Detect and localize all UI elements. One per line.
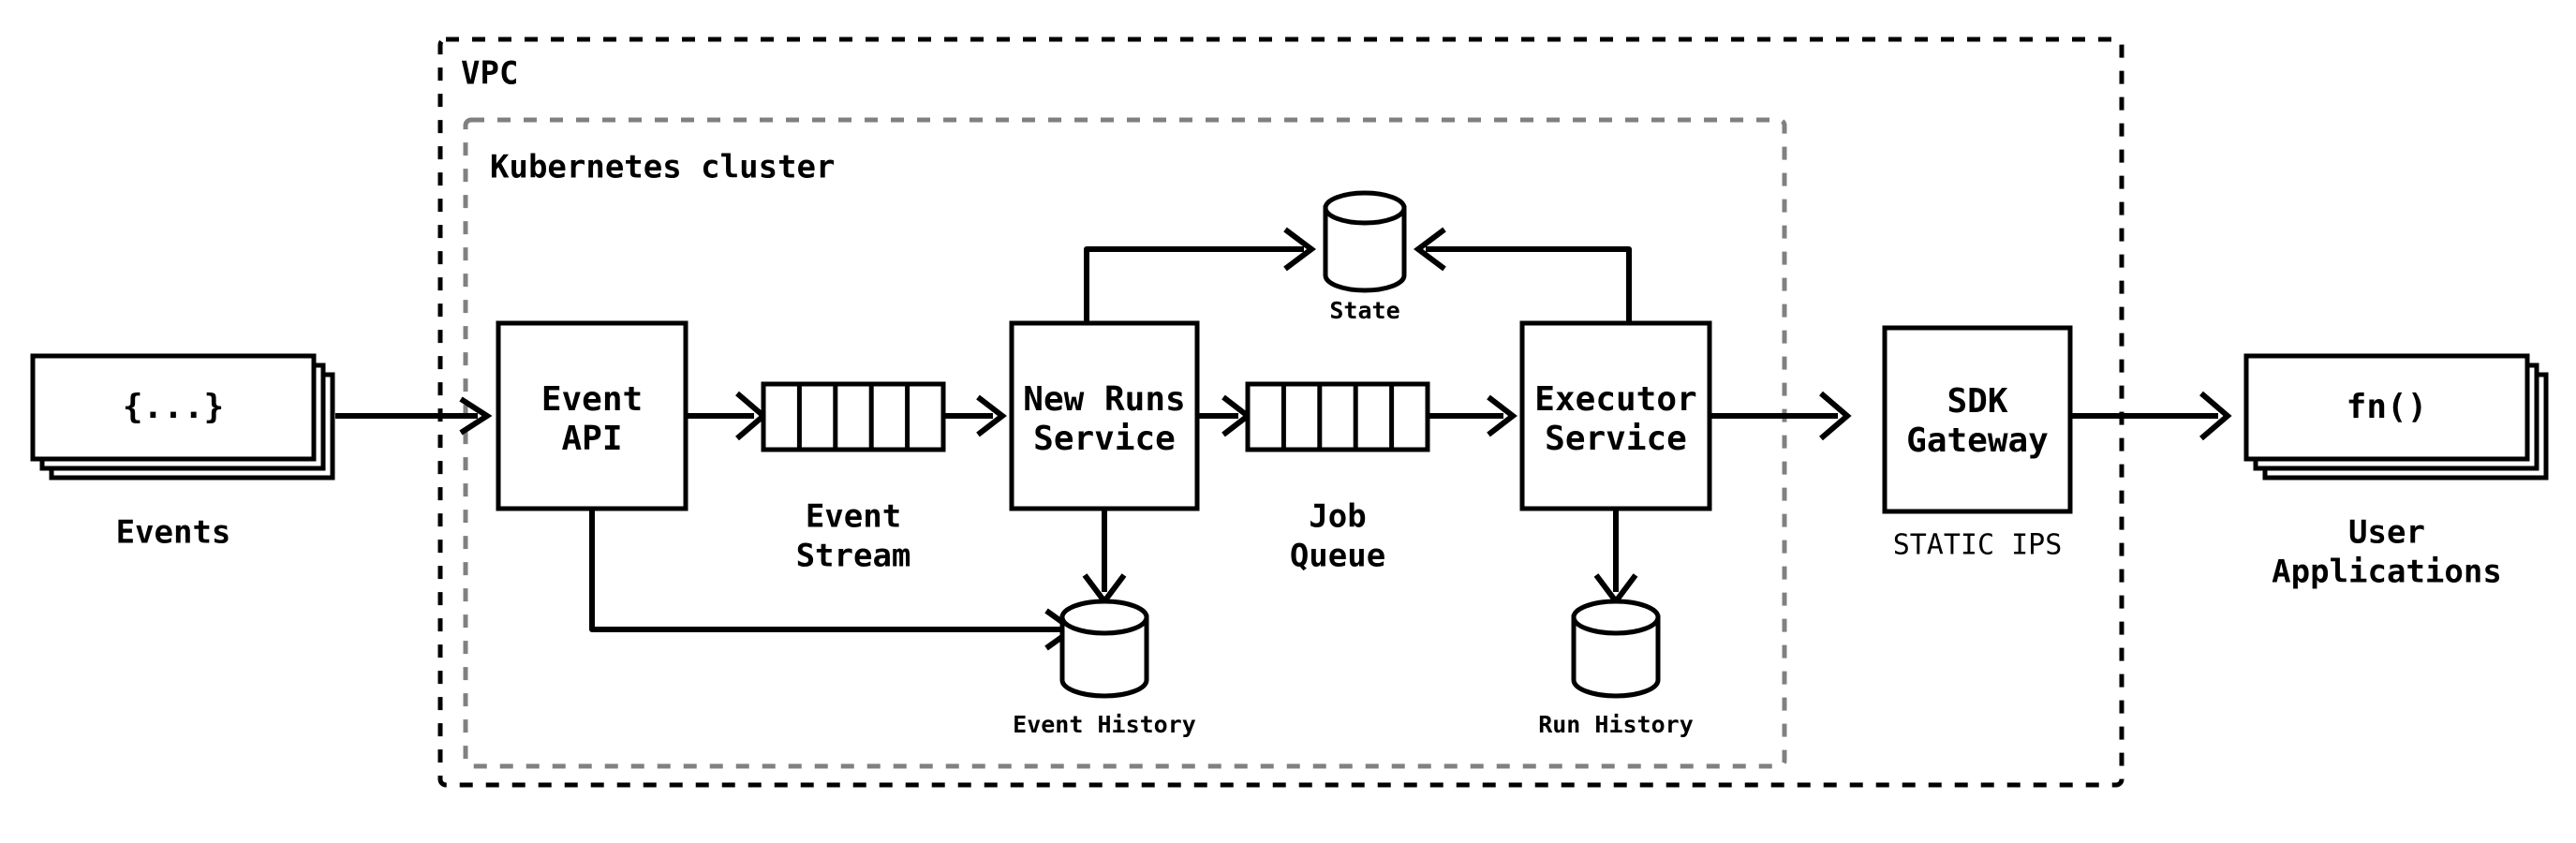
edge-sdk-gateway-to-user-applications <box>2070 391 2232 441</box>
sdk-gateway-label-line2: Gateway <box>1906 422 2049 460</box>
node-state <box>1323 190 1407 293</box>
executor-service-box <box>1519 320 1712 511</box>
event-api-label-line2: API <box>561 420 622 458</box>
sdk-gateway-caption: STATIC IPS <box>1893 529 2063 562</box>
events-caption: Events <box>116 514 231 552</box>
node-event-history <box>1059 599 1149 699</box>
node-sdk-gateway: SDK Gateway <box>1882 325 2073 514</box>
node-job-queue <box>1245 381 1430 452</box>
run-history-cylinder-top <box>1571 599 1661 636</box>
group-label-vpc: VPC <box>461 55 518 93</box>
edge-events-to-event-api <box>335 396 493 436</box>
node-event-api: Event API <box>496 320 688 511</box>
executor-service-label-line1: Executor <box>1534 380 1696 419</box>
run-history-cylinder-body <box>1571 614 1661 699</box>
edge-new-runs-service-to-state <box>1084 227 1316 323</box>
event-history-caption: Event History <box>1013 711 1196 738</box>
event-stream-caption-line2: Stream <box>796 538 911 575</box>
job-queue-box <box>1245 381 1430 452</box>
node-new-runs-service: New Runs Service <box>1009 320 1200 511</box>
state-cylinder-body <box>1323 205 1407 293</box>
executor-service-label-line2: Service <box>1545 420 1687 458</box>
edge-new-runs-service-to-event-history <box>1082 509 1127 606</box>
events-label: {...} <box>123 388 224 426</box>
job-queue-caption-line1: Job <box>1309 498 1366 536</box>
user-applications-stack-layer-1 <box>2243 353 2530 462</box>
event-stream-caption-line1: Event <box>806 498 901 536</box>
sdk-gateway-label-line1: SDK <box>1947 382 2007 421</box>
run-history-caption: Run History <box>1538 711 1694 738</box>
state-cylinder-top <box>1323 190 1407 226</box>
new-runs-service-box <box>1009 320 1200 511</box>
edge-event-api-to-event-stream <box>686 391 768 441</box>
edge-executor-service-to-sdk-gateway <box>1710 391 1852 441</box>
new-runs-service-label-line1: New Runs <box>1023 380 1185 419</box>
sdk-gateway-box <box>1882 325 2073 514</box>
event-stream-queue-box <box>761 381 946 452</box>
edge-executor-service-to-run-history <box>1593 509 1638 606</box>
group-vpc-boundary <box>437 37 2124 788</box>
event-history-cylinder-top <box>1059 599 1149 636</box>
edge-executor-service-to-state <box>1414 227 1632 323</box>
node-executor-service: Executor Service <box>1519 320 1712 511</box>
event-history-cylinder-body <box>1059 614 1149 699</box>
edge-event-stream-to-new-runs-service <box>943 394 1007 437</box>
node-user-applications: fn() <box>2243 353 2549 481</box>
user-applications-caption-line1: User <box>2348 514 2425 552</box>
user-applications-label: fn() <box>2347 388 2428 426</box>
state-caption: State <box>1329 297 1399 324</box>
group-label-kubernetes: Kubernetes cluster <box>490 149 835 186</box>
group-kubernetes-boundary <box>463 117 1787 769</box>
job-queue-caption-line2: Queue <box>1290 538 1385 575</box>
node-event-stream <box>761 381 946 452</box>
node-run-history <box>1571 599 1661 699</box>
new-runs-service-label-line2: Service <box>1033 420 1176 458</box>
edge-new-runs-service-to-job-queue <box>1197 394 1252 437</box>
user-applications-caption-line2: Applications <box>2272 554 2502 591</box>
events-stack-layer-1 <box>30 353 317 462</box>
node-events: {...} <box>30 353 335 481</box>
edge-job-queue-to-executor-service <box>1428 394 1517 437</box>
event-api-label-line1: Event <box>541 380 643 419</box>
